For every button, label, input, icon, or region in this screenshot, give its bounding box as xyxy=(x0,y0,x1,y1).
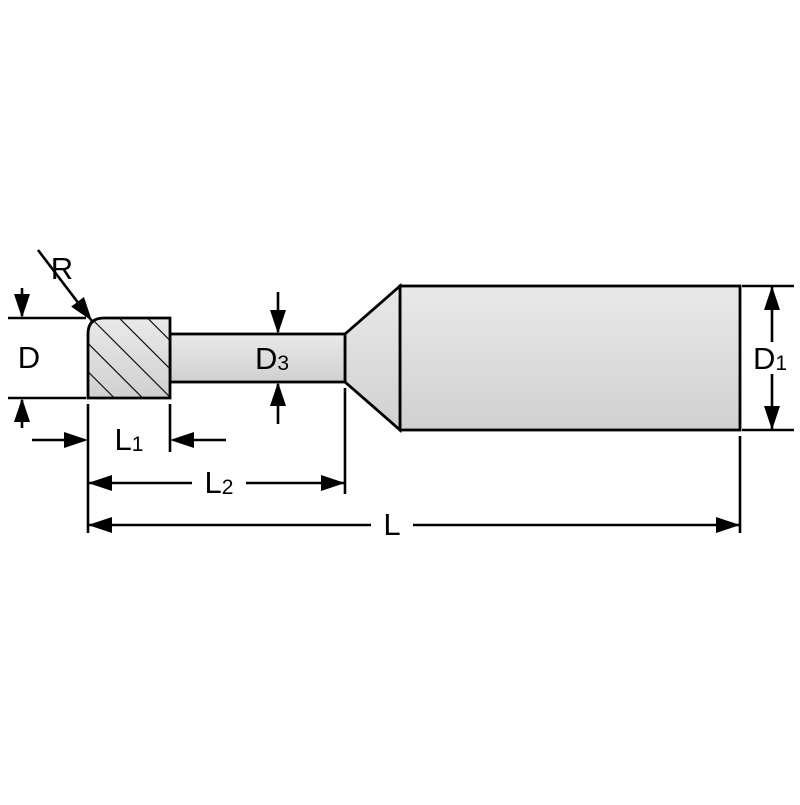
label-shank-diameter: D1 xyxy=(753,341,787,376)
label-overall-length: L xyxy=(383,507,400,542)
label-main: D xyxy=(18,340,40,375)
label-neck-diameter: D3 xyxy=(255,341,289,376)
arrowhead-down xyxy=(764,406,780,430)
label-main: L xyxy=(205,465,222,500)
arrowhead-down xyxy=(14,294,30,318)
arrowhead-right xyxy=(64,432,88,448)
arrowhead-down xyxy=(270,310,286,334)
arrowhead-right xyxy=(321,475,345,491)
arrowhead-left xyxy=(88,517,112,533)
label-main: R xyxy=(51,251,73,286)
dimension-cutter-diameter: D xyxy=(8,288,86,428)
label-cutter-diameter: D xyxy=(18,340,40,375)
tool-body xyxy=(86,282,742,434)
dimension-overall-length: L xyxy=(88,436,742,542)
arrowhead-left xyxy=(88,475,112,491)
label-subscript: 1 xyxy=(132,433,144,456)
label-subscript: 2 xyxy=(222,476,234,499)
dimension-corner-radius: R xyxy=(36,249,99,326)
arrowhead-left xyxy=(170,432,194,448)
dimension-flute-length: L1 xyxy=(32,404,226,533)
label-flute-length: L1 xyxy=(115,422,144,457)
arrowhead-right xyxy=(716,517,740,533)
label-main: L xyxy=(115,422,132,457)
label-main: L xyxy=(383,507,400,542)
label-main: D xyxy=(255,341,277,376)
arrowhead-up xyxy=(14,398,30,422)
label-reach-length: L2 xyxy=(205,465,234,500)
label-corner-radius: R xyxy=(51,251,73,286)
cutter-head-hatching xyxy=(86,316,172,400)
dimension-shank-diameter: D1 xyxy=(742,284,794,432)
dimension-neck-diameter: D3 xyxy=(255,292,289,424)
label-subscript: 1 xyxy=(775,352,787,375)
label-main: D xyxy=(753,341,775,376)
tool-taper xyxy=(343,282,402,434)
dimension-reach-length: L2 xyxy=(88,388,347,500)
tool-shank xyxy=(398,284,742,432)
arrowhead-up xyxy=(764,286,780,310)
arrowhead-up xyxy=(270,382,286,406)
label-subscript: 3 xyxy=(277,352,289,375)
